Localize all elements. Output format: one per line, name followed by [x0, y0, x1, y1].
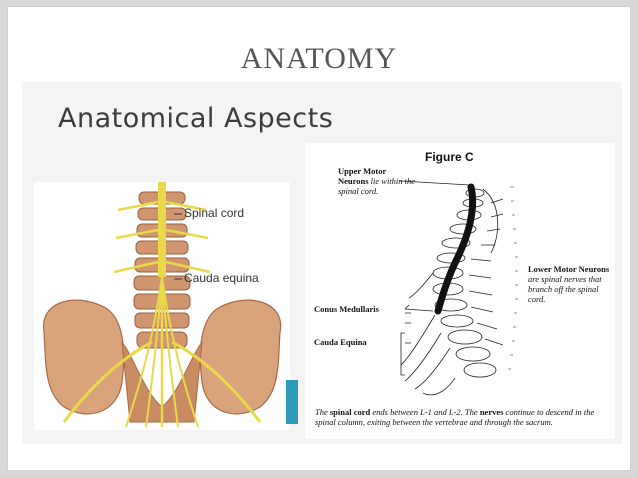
spine-side-drawing [399, 180, 518, 396]
figure-c: Figure C [305, 143, 615, 439]
figure-c-caption: The spinal cord ends between L-1 and L-2… [315, 407, 595, 427]
figure-c-title: Figure C [425, 150, 474, 164]
spinal-cord-drawing [42, 182, 282, 428]
upper-motor-text: lie within the spinal cord. [338, 176, 416, 196]
slide-title: ANATOMY [240, 42, 398, 75]
lower-motor-label: Lower Motor Neurons are spinal nerves th… [528, 264, 616, 304]
lower-motor-bold: Lower Motor Neurons [528, 264, 610, 274]
cauda-equina-label: Cauda equina [184, 271, 259, 285]
cauda-equina-c-label: Cauda Equina [314, 337, 367, 347]
accent-bar [286, 380, 298, 424]
conus-medullaris-label: Conus Medullaris [314, 304, 379, 314]
upper-motor-label: Upper Motor Neurons lie within the spina… [338, 166, 418, 196]
lower-motor-text: are spinal nerves that branch off the sp… [528, 274, 602, 304]
upper-motor-bold: Upper Motor Neurons [338, 166, 387, 186]
spinal-cord-label: Spinal cord [184, 206, 245, 220]
slide-heading: Anatomical Aspects [58, 103, 334, 134]
spinal-cord-illustration: Spinal cord Cauda equina [34, 182, 290, 430]
